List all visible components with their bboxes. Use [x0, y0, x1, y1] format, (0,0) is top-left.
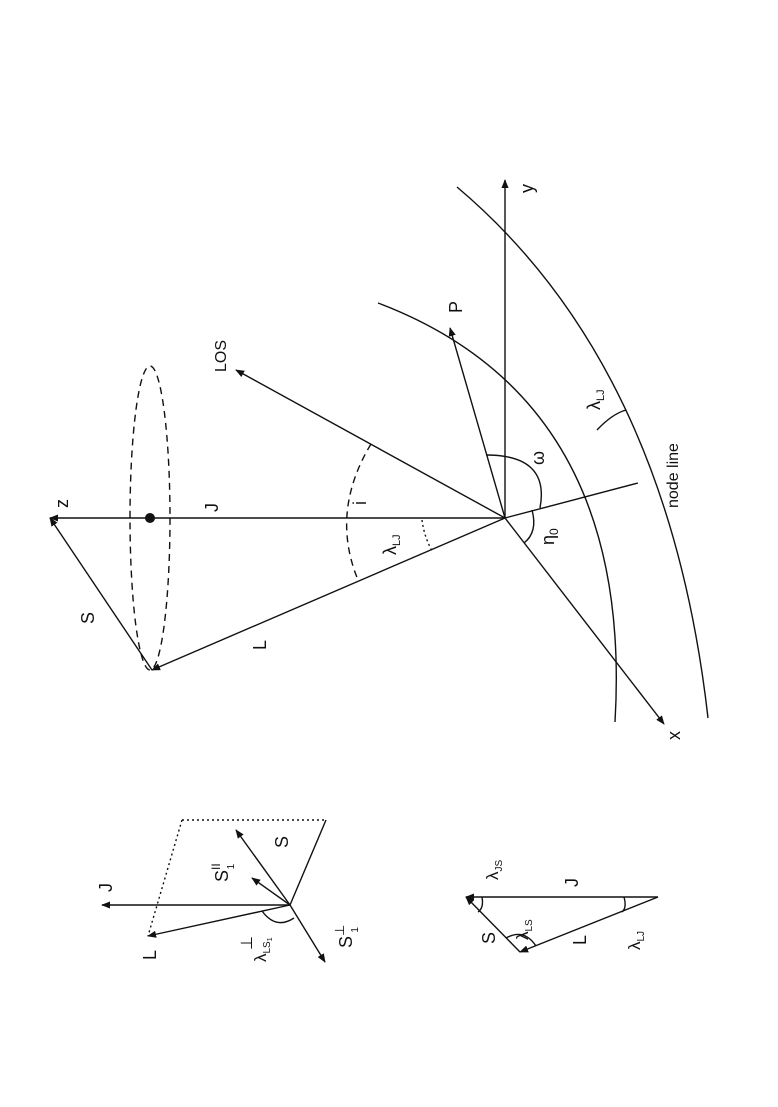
svg-text:L: L — [140, 950, 160, 960]
svg-text:L: L — [250, 640, 270, 650]
j-axis-point — [145, 513, 155, 523]
lambda-lj-arc — [421, 519, 433, 552]
i-label: i — [350, 501, 370, 505]
svg-text:η0: η0 — [538, 528, 561, 545]
inset2-lambda-ls-label: λLS — [513, 919, 535, 940]
svg-text:LOS: LOS — [213, 340, 230, 372]
lambda-lj-node-label: λLJ — [584, 389, 607, 410]
inset2-lambda-lj-label: λLJ — [625, 931, 647, 950]
inset2-s-label: S — [479, 932, 499, 944]
svg-text:λJS: λJS — [483, 860, 505, 881]
inset2-js-arc — [477, 896, 484, 913]
l-label: L — [250, 640, 270, 650]
inset1-s-perp-label: S⊥1 — [332, 925, 361, 948]
los-label: LOS — [213, 340, 230, 372]
y-label: y — [517, 184, 537, 193]
inset1-perp-mark: ⊥ — [239, 936, 256, 950]
j-label: J — [202, 503, 222, 512]
inset2-ls-arc — [505, 933, 537, 947]
inset2-l-label: L — [570, 935, 590, 945]
svg-text:node line: node line — [665, 443, 682, 508]
svg-text:x: x — [664, 731, 684, 740]
svg-text:λLJ: λLJ — [584, 389, 607, 410]
inset1-lambda-arc — [261, 910, 295, 924]
inset1-dotted-left — [147, 819, 183, 937]
inner-arc — [377, 302, 617, 723]
node-line-label: node line — [665, 443, 682, 508]
inset-triangle: J S L λJS λLS λLJ — [465, 860, 659, 953]
svg-text:λLS: λLS — [513, 919, 535, 940]
l-arrow — [151, 517, 506, 671]
z-label: z — [52, 499, 72, 508]
inset1-s-arrow — [235, 829, 291, 906]
inset1-l-label: L — [140, 950, 160, 960]
svg-text:⊥: ⊥ — [239, 936, 256, 950]
inset2-l-arrow — [519, 896, 659, 953]
svg-text:S⊥1: S⊥1 — [332, 925, 361, 948]
svg-text:λLS1: λLS1 — [251, 937, 274, 962]
inset2-s-arrow — [465, 896, 521, 953]
svg-text:ω: ω — [528, 451, 548, 465]
precession-ellipse — [129, 365, 171, 671]
eta-arc — [523, 509, 535, 544]
s-arrow — [49, 517, 153, 671]
inset2-lambda-js-label: λJS — [483, 860, 505, 881]
s-label: S — [78, 612, 98, 624]
svg-text:S: S — [78, 612, 98, 624]
svg-text:P: P — [446, 301, 466, 313]
svg-text:S: S — [479, 932, 499, 944]
inset1-s-perp-arrow — [289, 904, 326, 963]
inset1-j-label: J — [96, 883, 116, 892]
x-label: x — [664, 731, 684, 740]
svg-text:z: z — [52, 499, 72, 508]
node-line — [504, 482, 639, 519]
outer-arc — [456, 186, 709, 719]
inset1-l-arrow — [147, 904, 291, 938]
x-axis-arrow — [504, 517, 665, 725]
svg-text:J: J — [202, 503, 222, 512]
svg-text:i: i — [350, 501, 370, 505]
inset2-j-label: J — [562, 878, 582, 887]
lambda-lj-label: λLJ — [380, 534, 403, 555]
inset1-s-label: S — [272, 836, 292, 848]
svg-text:J: J — [96, 883, 116, 892]
p-label: P — [446, 301, 466, 313]
inset1-lambda-ls-label: λLS1 — [251, 937, 274, 962]
svg-text:λLJ: λLJ — [625, 931, 647, 950]
p-arrow — [448, 327, 506, 519]
svg-text:L: L — [570, 935, 590, 945]
inset1-s-parallel-arrow — [251, 877, 291, 906]
svg-text:y: y — [517, 184, 537, 193]
omega-arc — [485, 454, 542, 509]
main-diagram: z y x J S L LOS P i ω η0 λLJ λLJ node li… — [49, 179, 709, 740]
eta-label: η0 — [538, 528, 561, 545]
svg-text:S: S — [272, 836, 292, 848]
svg-text:J: J — [562, 878, 582, 887]
lambda-lj-node-arc — [596, 409, 627, 431]
inset1-solid-edge — [289, 819, 327, 906]
omega-label: ω — [528, 451, 548, 465]
inclination-arc — [345, 443, 372, 581]
inset2-lj-arc — [621, 896, 626, 913]
svg-text:λLJ: λLJ — [380, 534, 403, 555]
